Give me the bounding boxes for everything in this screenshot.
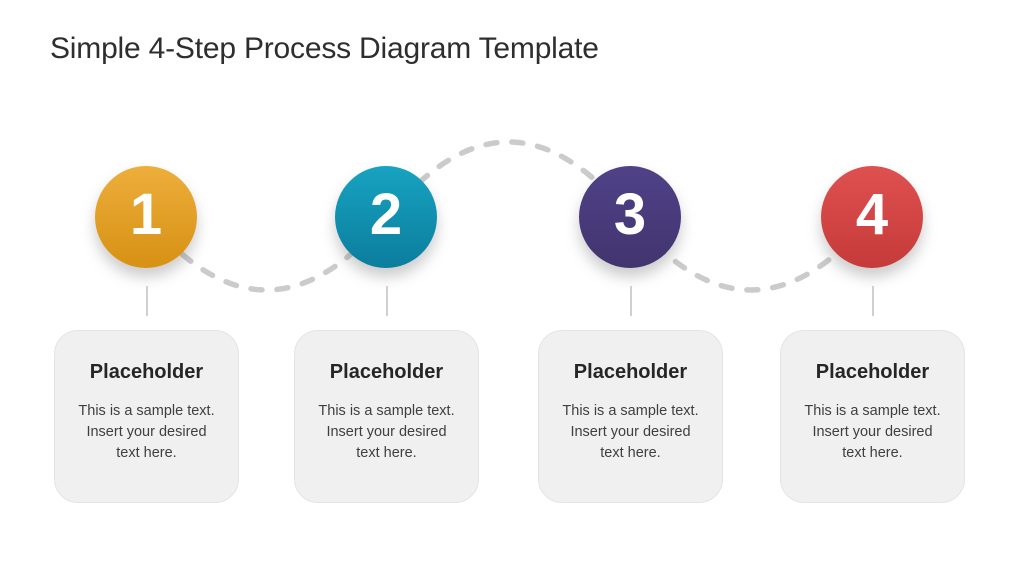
step-4-connector-line [872, 286, 874, 316]
step-3-card: Placeholder This is a sample text. Inser… [538, 330, 723, 503]
step-4-circle: 4 [821, 166, 923, 268]
step-4-card-title: Placeholder [815, 361, 930, 383]
step-1: 1 Placeholder This is a sample text. Ins… [54, 0, 239, 576]
step-1-card: Placeholder This is a sample text. Inser… [54, 330, 239, 503]
step-1-number: 1 [129, 182, 163, 247]
step-1-card-body: This is a sample text. Insert your desir… [78, 403, 215, 461]
step-2-card-title: Placeholder [329, 361, 444, 383]
slide-title: Simple 4-Step Process Diagram Template [50, 32, 599, 65]
step-3-card-title: Placeholder [573, 361, 688, 383]
step-2-number: 2 [369, 182, 403, 247]
step-2-connector-line [386, 286, 388, 316]
step-3-number: 3 [613, 182, 647, 247]
step-1-connector-line [146, 286, 148, 316]
step-4-card-body: This is a sample text. Insert your desir… [804, 403, 941, 461]
step-1-circle: 1 [95, 166, 197, 268]
step-3-connector-line [630, 286, 632, 316]
step-3: 3 Placeholder This is a sample text. Ins… [538, 0, 723, 576]
step-3-card-body: This is a sample text. Insert your desir… [562, 403, 699, 461]
step-4: 4 Placeholder This is a sample text. Ins… [780, 0, 965, 576]
dashed-curve-path [143, 139, 875, 293]
step-4-number: 4 [855, 182, 889, 247]
step-2-card: Placeholder This is a sample text. Inser… [294, 330, 479, 503]
step-3-circle: 3 [579, 166, 681, 268]
step-4-card: Placeholder This is a sample text. Inser… [780, 330, 965, 503]
step-2-circle: 2 [335, 166, 437, 268]
step-2: 2 Placeholder This is a sample text. Ins… [294, 0, 479, 576]
step-2-card-body: This is a sample text. Insert your desir… [318, 403, 455, 461]
step-1-card-title: Placeholder [89, 361, 204, 383]
